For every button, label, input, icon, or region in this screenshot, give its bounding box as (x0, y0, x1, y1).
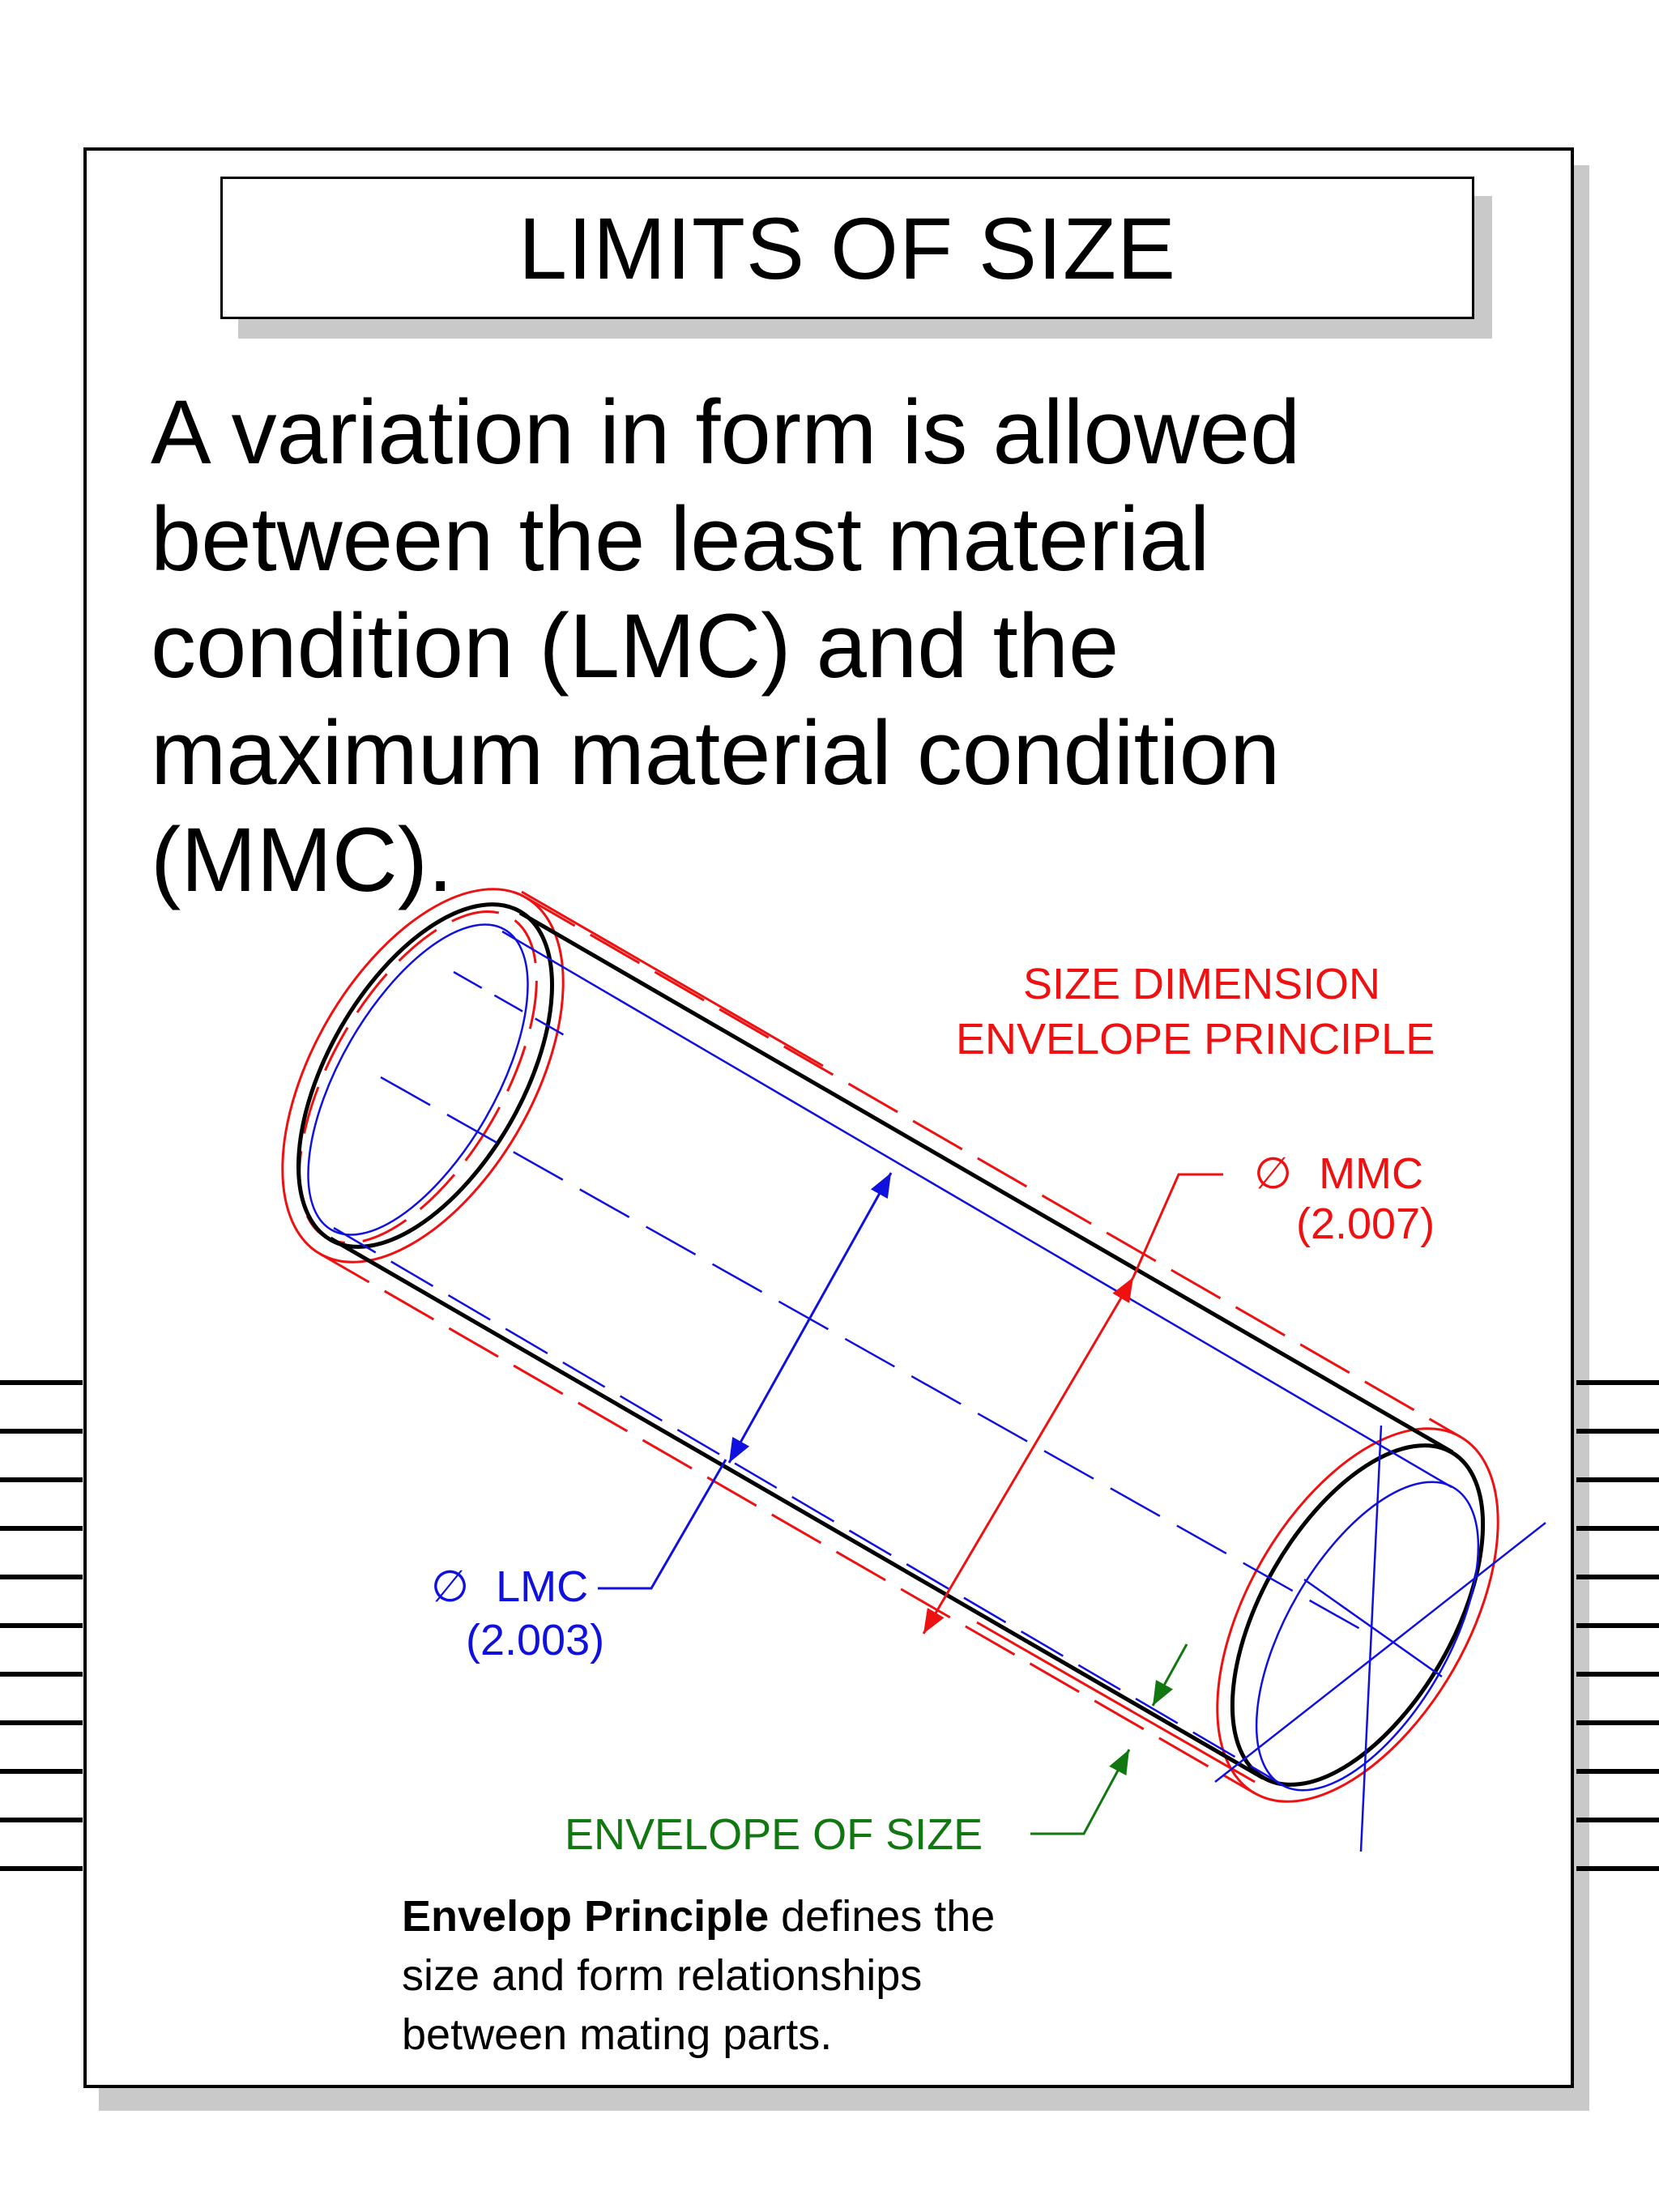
right-end-cross-3 (1303, 1578, 1443, 1678)
left-margin-ticks (0, 1380, 83, 1915)
intro-line: (MMC). (151, 809, 454, 910)
intro-line: maximum material condition (151, 702, 1281, 803)
note-line3: between mating parts. (402, 2010, 833, 2059)
right-end-cross-1 (1359, 1425, 1383, 1852)
envelope-leader (1030, 1749, 1131, 1835)
size-dimension-label: SIZE DIMENSION (1023, 957, 1380, 1011)
lmc-left-end (307, 923, 529, 1236)
slide-card (83, 147, 1574, 2088)
title-box: LIMITS OF SIZE (220, 177, 1474, 319)
right-end-cross-2 (1214, 1522, 1546, 1783)
intro-line: A variation in form is allowed (151, 381, 1301, 483)
mmc-bottom-line (319, 1252, 1256, 1795)
lmc-value-text: (2.003) (466, 1616, 605, 1664)
size-dimension-line1: SIZE DIMENSION (1023, 960, 1381, 1008)
part-top-line (518, 910, 1454, 1455)
mmc-bottom-solid (976, 1621, 1256, 1784)
envelope-arrow-upper (1151, 1643, 1188, 1707)
mmc-value: (2.007) (1296, 1197, 1435, 1251)
lmc-leader (598, 1459, 727, 1590)
lmc-dimension-line (727, 1172, 893, 1464)
intro-text: A variation in form is allowed between t… (151, 379, 1520, 914)
lmc-text: LMC (496, 1562, 589, 1611)
part-left-end (296, 902, 554, 1249)
envelope-of-size-label: ENVELOPE OF SIZE (565, 1808, 983, 1861)
left-end-cross (453, 970, 568, 1038)
mmc-label: ∅ MMC (1254, 1147, 1423, 1200)
lmc-value: (2.003) (466, 1613, 604, 1667)
right-margin-ticks (1576, 1380, 1659, 1915)
part-outline (296, 902, 1486, 1787)
envelope-principle-note: Envelop Principle defines the size and f… (402, 1887, 1163, 2065)
lmc-label: ∅ LMC (431, 1560, 588, 1613)
intro-line: condition (LMC) and the (151, 595, 1120, 697)
diameter-symbol: ∅ (431, 1562, 470, 1611)
lmc-top-line (501, 930, 1452, 1489)
envelope-principle-label: ENVELOPE PRINCIPLE (956, 1012, 1435, 1066)
mmc-leader (1132, 1173, 1223, 1278)
mmc-envelope (281, 888, 1499, 1803)
note-line2: size and form relationships (402, 1951, 923, 2000)
mmc-top-solid (521, 890, 824, 1068)
part-bottom-line (329, 1236, 1265, 1780)
note-line1-rest: defines the (769, 1892, 996, 1941)
mmc-text: MMC (1319, 1149, 1424, 1198)
mmc-dimension-line (922, 1276, 1135, 1634)
intro-line: between the least material (151, 488, 1210, 590)
diameter-symbol: ∅ (1254, 1149, 1293, 1198)
lmc-bottom-line (333, 1226, 1284, 1787)
note-bold-term: Envelop Principle (402, 1892, 770, 1941)
page-title: LIMITS OF SIZE (518, 198, 1177, 297)
mmc-top-line (525, 896, 1461, 1438)
envelope-of-size-text: ENVELOPE OF SIZE (565, 1810, 983, 1859)
mmc-left-end (281, 888, 565, 1264)
mmc-value-text: (2.007) (1296, 1200, 1435, 1248)
size-dimension-line2: ENVELOPE PRINCIPLE (956, 1015, 1435, 1063)
